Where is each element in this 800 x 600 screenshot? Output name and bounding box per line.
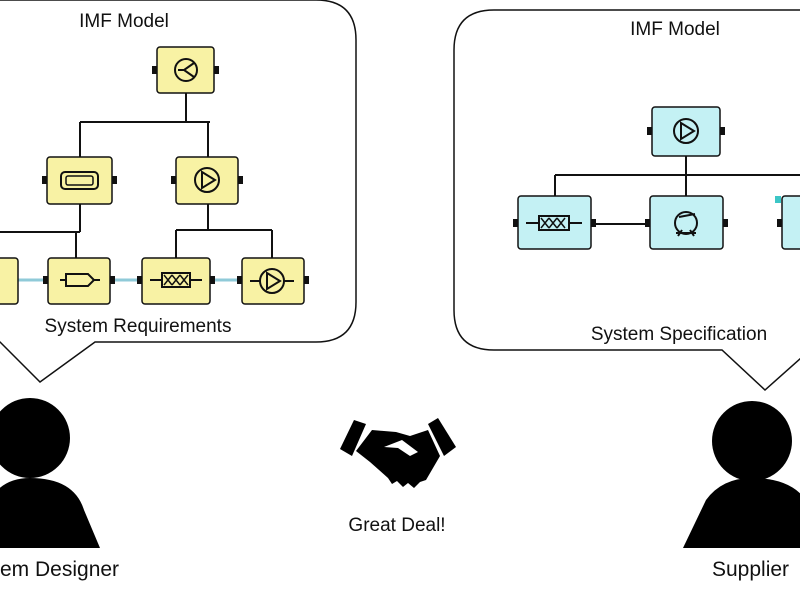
right-block-left [513,195,596,250]
right-bubble-caption: System Specification [591,324,767,345]
tank-icon [60,171,99,190]
left-person-icon [0,398,100,548]
left-tree-lines [0,93,273,258]
split-icon [174,58,198,82]
right-block-right [775,195,800,250]
left-block-bottom-2 [137,257,215,305]
left-block-mid-2 [171,156,243,205]
handshake-icon [340,418,456,488]
right-bubble-title: IMF Model [630,19,720,40]
center-label: Great Deal! [348,515,445,536]
left-bubble-title: IMF Model [79,11,169,32]
left-block-mid-1 [42,156,117,205]
filter-icon [538,215,570,231]
pump-icon [194,167,220,193]
pump-icon [673,118,699,144]
heater-icon [60,273,100,287]
left-bubble-caption: System Requirements [45,316,232,337]
right-person-label: Supplier [712,558,789,581]
pump-icon [259,268,285,294]
left-speech-bubble [0,0,357,383]
left-block-top [152,46,219,94]
right-block-mid [645,195,728,250]
right-speech-bubble [453,9,800,392]
accent-dot [775,196,781,203]
left-person-label: em Designer [0,558,119,581]
right-block-top [647,106,725,157]
filter-icon [161,272,191,288]
right-person-icon [683,401,800,548]
left-block-bottom-1 [43,257,115,305]
right-tree-lines [554,156,800,225]
left-block-bottom-3 [237,257,309,305]
left-block-bottom-0 [0,257,19,305]
